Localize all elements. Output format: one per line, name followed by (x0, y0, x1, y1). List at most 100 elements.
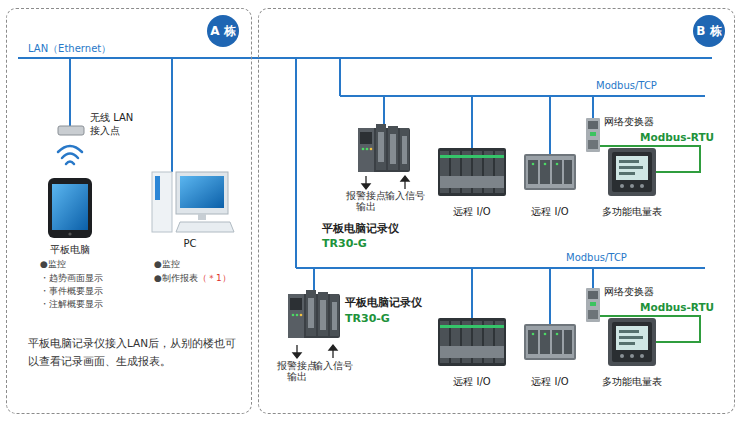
lan-drop (69, 58, 71, 126)
recorder: 平板电脑记录仪TR30-G (288, 290, 340, 338)
tablet: 平板电脑 (48, 178, 92, 238)
signal-label: 输入信号 (311, 360, 355, 371)
signal-label: 输入信号 (383, 190, 427, 201)
lan-drop (295, 58, 297, 268)
wifi-symbol (58, 146, 82, 164)
building-frame: A 栋无线 LAN 接入点平板电脑 PC (6, 8, 252, 414)
lan-wires (18, 58, 712, 268)
arrow-head (329, 345, 337, 350)
modbus-tcp-line (314, 268, 472, 318)
network-converter: 网络变换器 (586, 288, 600, 322)
device-label: 多功能电量表 (592, 206, 672, 219)
building-badge: A 栋 (207, 15, 239, 47)
remote-io-icon (524, 154, 576, 190)
footnote-ref: （＊1） (198, 273, 231, 284)
device-label: 网络变换器 (604, 116, 674, 129)
feature-item: ●制作报表 (154, 273, 198, 284)
protocol-label: Modbus/TCP (566, 252, 627, 263)
modbus-rtu-line (600, 316, 700, 342)
pc-stripe (155, 176, 160, 200)
pc-stand (198, 214, 206, 220)
meter-icon (608, 318, 656, 366)
device-label: PC (160, 238, 220, 251)
device-label: 网络变换器 (604, 286, 674, 299)
pc-keyboard (176, 222, 234, 232)
pc-monitor (176, 172, 228, 214)
device-label: 远程 I/O (437, 376, 507, 389)
remote-io: 远程 I/O (438, 318, 506, 366)
tablet-body (48, 178, 92, 238)
wifi-wave (66, 162, 74, 165)
device-label: 平板电脑记录仪 (345, 296, 455, 309)
pc-screen (180, 176, 224, 208)
pc-icon (152, 172, 234, 232)
lan-drop (339, 58, 341, 96)
device-label: 远程 I/O (437, 206, 507, 219)
tablet-button (68, 232, 71, 235)
arrow-head (293, 353, 301, 358)
tablet-icon (48, 178, 92, 238)
remote-io-icon (438, 148, 506, 196)
device-label: 平板电脑 (35, 244, 105, 257)
device-label: 多功能电量表 (592, 376, 672, 389)
remote-io: 远程 I/O (438, 148, 506, 196)
remote-io-icon (438, 318, 506, 366)
lan-drop (171, 58, 173, 172)
network-converter: 网络变换器 (586, 118, 600, 152)
recorder-icon (358, 124, 410, 172)
feature-item: ・趋势画面显示 (40, 273, 103, 284)
lan-bus (18, 57, 712, 59)
note-text: 平板电脑记录仪接入LAN后，从别的楼也可以查看记录画面、生成报表。 (28, 334, 240, 370)
building-badge: B 栋 (693, 15, 725, 47)
model-number: TR30-G (345, 312, 455, 326)
wifi-wave (62, 154, 78, 159)
network-name: LAN（Ethernet） (28, 43, 111, 55)
modbus-tcp-line (314, 268, 593, 290)
arrow-shaft (296, 345, 297, 353)
feature-item: ●监控 (154, 259, 180, 270)
device-label: 远程 I/O (515, 206, 585, 219)
modbus-tcp-line (384, 96, 472, 148)
signal-label: 报警接点输出 (344, 190, 388, 213)
protocol-label: Modbus-RTU (640, 131, 714, 143)
device-label: 平板电脑记录仪 (322, 222, 432, 235)
model-number: TR30-G (322, 237, 432, 251)
modbus-bus (593, 267, 705, 269)
protocol-label: Modbus/TCP (596, 80, 657, 91)
modbus-bus (296, 267, 314, 269)
device-label: 无线 LAN 接入点 (90, 112, 144, 137)
power-meter: 多功能电量表 (608, 318, 656, 366)
remote-io: 远程 I/O (524, 324, 576, 360)
arrow-shaft (404, 181, 405, 189)
modbus-rtu-line (600, 146, 700, 172)
access-point: 无线 LAN 接入点 (58, 126, 84, 135)
remote-io-icon (524, 324, 576, 360)
device-label: 远程 I/O (515, 376, 585, 389)
recorder: 平板电脑记录仪TR30-G (358, 124, 410, 172)
wifi-wave (58, 146, 82, 152)
power-meter: 多功能电量表 (608, 148, 656, 196)
access-point-icon (58, 126, 84, 135)
arrow-head (401, 176, 409, 181)
modbus-bus (593, 95, 705, 97)
converter-icon (586, 118, 600, 152)
remote-io: 远程 I/O (524, 154, 576, 190)
arrow-head (362, 184, 370, 189)
signal-label: 报警接点输出 (275, 360, 319, 383)
arrow-shaft (332, 350, 333, 358)
feature-item: ・注解概要显示 (40, 299, 103, 310)
modbus-tcp-line (384, 96, 593, 124)
protocol-label: Modbus-RTU (640, 301, 714, 313)
tablet-screen (52, 184, 88, 230)
meter-icon (608, 148, 656, 196)
feature-item: ・事件概要显示 (40, 286, 103, 297)
modbus-bus (340, 95, 384, 97)
feature-item: ●监控 (40, 259, 66, 270)
pc: PC (150, 168, 230, 234)
modbus-tcp-line (384, 96, 550, 154)
building-frame: B 栋平板电脑记录仪TR30-G远程 I/O远程 I/O网络变换器多功能电量表平… (258, 8, 735, 414)
recorder-icon (288, 290, 340, 338)
arrow-shaft (365, 176, 366, 184)
converter-icon (586, 288, 600, 322)
